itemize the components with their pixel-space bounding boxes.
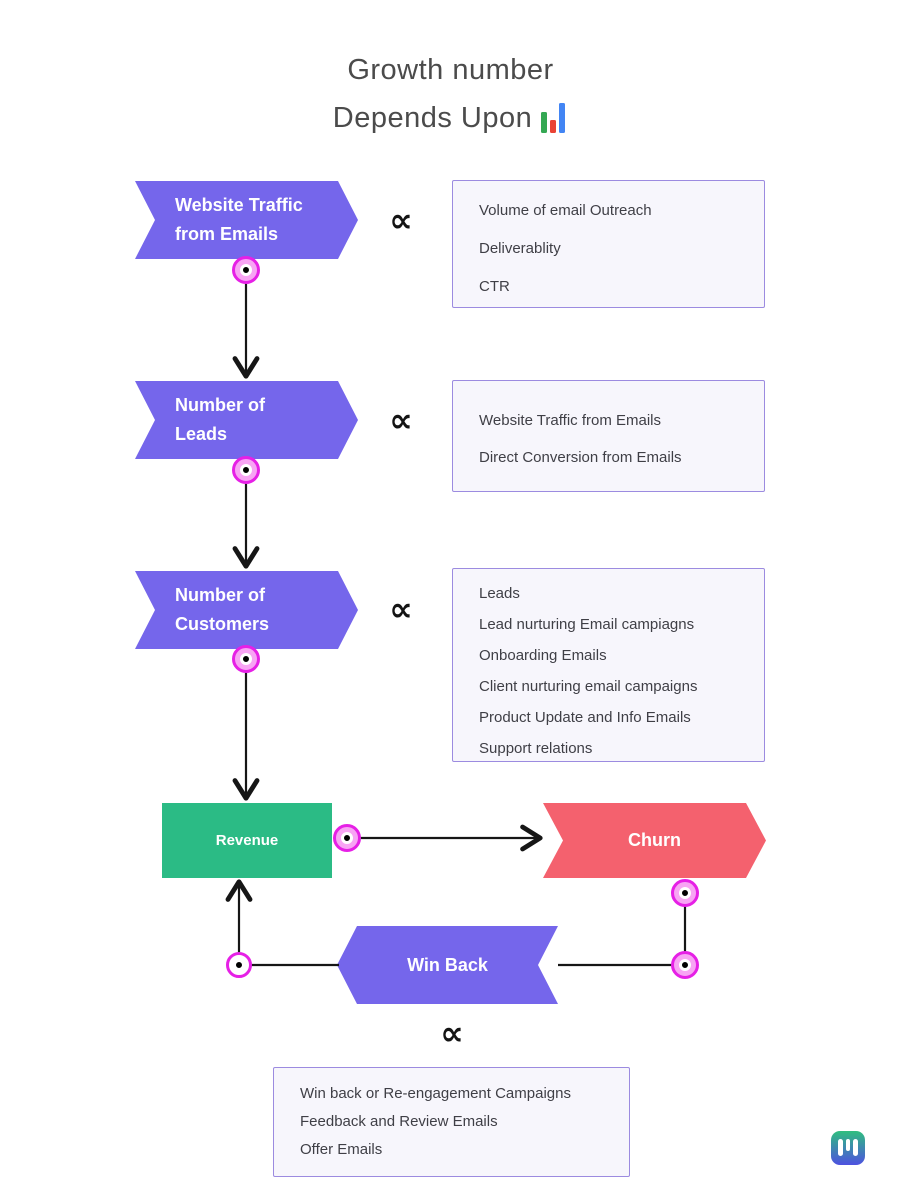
node-label: Revenue <box>215 832 279 849</box>
connector-dot[interactable] <box>232 256 260 284</box>
factor-item: Website Traffic from Emails <box>479 412 661 429</box>
node-number-of-leads[interactable]: Number of Leads <box>135 381 358 459</box>
node-label: Churn <box>628 830 681 850</box>
node-label: Win Back <box>407 954 488 975</box>
node-label: Number of <box>175 395 265 415</box>
proportional-to-symbol: ∝ <box>389 400 413 440</box>
proportional-to-symbol: ∝ <box>440 1013 464 1053</box>
factor-item: Deliverablity <box>479 240 561 257</box>
node-revenue[interactable]: Revenue <box>162 803 332 878</box>
factor-item: Onboarding Emails <box>479 647 607 664</box>
proportional-to-symbol: ∝ <box>389 589 413 629</box>
node-label: Leads <box>175 424 228 444</box>
node-churn[interactable]: Churn <box>543 803 766 878</box>
factor-item: Support relations <box>479 740 593 757</box>
brand-logo <box>831 1131 865 1165</box>
node-website-traffic[interactable]: Website Traffic from Emails <box>135 181 358 259</box>
factor-item: Direct Conversion from Emails <box>479 449 682 466</box>
connector-dot[interactable] <box>232 645 260 673</box>
node-label: Number of <box>175 585 265 605</box>
factor-box-customers[interactable]: Leads Lead nurturing Email campiagns Onb… <box>452 568 765 762</box>
bar-chart-icon <box>541 101 568 133</box>
factor-item: Product Update and Info Emails <box>479 709 691 726</box>
factor-item: CTR <box>479 278 510 295</box>
factor-item: Volume of email Outreach <box>479 202 652 219</box>
factor-box-website-traffic[interactable]: Volume of email Outreach Deliverablity C… <box>452 180 765 308</box>
factor-item: Client nurturing email campaigns <box>479 678 698 695</box>
title-line-2: Depends Upon <box>0 94 901 142</box>
connector-dot[interactable] <box>671 951 699 979</box>
connector-dot[interactable] <box>671 879 699 907</box>
factor-item: Feedback and Review Emails <box>300 1113 498 1130</box>
connector-dot[interactable] <box>232 456 260 484</box>
factor-item: Leads <box>479 585 520 602</box>
connector-dot[interactable] <box>333 824 361 852</box>
node-label: Customers <box>175 614 270 634</box>
proportional-to-symbol: ∝ <box>389 200 413 240</box>
factor-item: Lead nurturing Email campiagns <box>479 616 695 633</box>
factor-box-leads[interactable]: Website Traffic from Emails Direct Conve… <box>452 380 765 492</box>
connector-dot[interactable] <box>226 952 252 978</box>
factor-box-win-back[interactable]: Win back or Re-engagement Campaigns Feed… <box>273 1067 630 1177</box>
factor-item: Offer Emails <box>300 1141 383 1158</box>
node-number-of-customers[interactable]: Number of Customers <box>135 571 358 649</box>
node-label: from Emails <box>175 224 279 244</box>
node-label: Website Traffic <box>175 195 303 215</box>
title-line-1: Growth number <box>347 54 554 86</box>
node-win-back[interactable]: Win Back <box>337 926 558 1004</box>
page-title: Growth number Depends Upon <box>0 46 901 142</box>
factor-item: Win back or Re-engagement Campaigns <box>300 1085 571 1102</box>
